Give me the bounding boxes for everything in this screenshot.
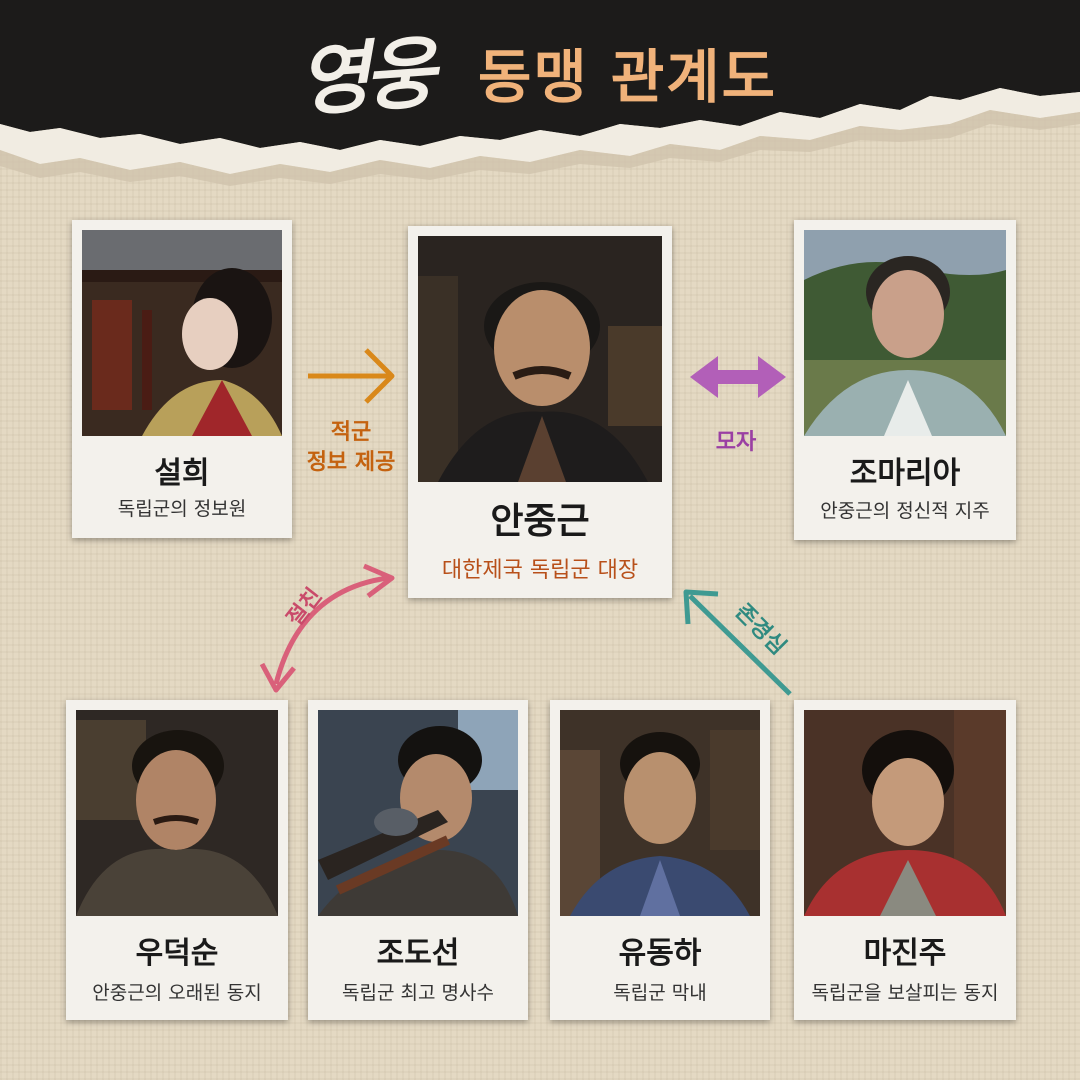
page-title: 동맹 관계도 (478, 43, 777, 111)
character-role: 독립군 막내 (613, 982, 707, 1004)
character-role: 안중근의 오래된 동지 (92, 982, 262, 1004)
portrait-ahn (418, 236, 662, 482)
character-role: 독립군 최고 명사수 (342, 982, 494, 1004)
header-banner: 영웅 동맹 관계도 (0, 0, 1080, 200)
portrait-jo-maria (804, 230, 1006, 436)
arrow-ahn-maria (690, 356, 786, 398)
character-card-ahn: 안중근 대한제국 독립군 대장 (408, 226, 672, 598)
character-card-jo-doseon: 조도선 독립군 최고 명사수 (308, 700, 528, 1020)
arrow-ahn-woo (259, 563, 395, 693)
character-card-seolhui: 설희 독립군의 정보원 (72, 220, 292, 538)
character-name: 마진주 (863, 936, 947, 971)
character-role: 대한제국 독립군 대장 (441, 558, 639, 583)
portrait-yu (560, 710, 760, 916)
character-name: 안중근 (490, 501, 590, 542)
character-name: 우덕순 (135, 936, 219, 971)
portrait-jo-doseon (318, 710, 518, 916)
arrow-ma-to-ahn (683, 589, 792, 696)
character-role: 독립군을 보살피는 동지 (811, 982, 999, 1004)
character-role: 안중근의 정신적 지주 (820, 500, 990, 522)
character-card-jo-maria: 조마리아 안중근의 정신적 지주 (794, 220, 1016, 540)
relation-label-intel: 적군 정보 제공 (306, 420, 396, 475)
character-name: 유동하 (618, 936, 702, 971)
relation-label-mother-son: 모자 (715, 430, 757, 455)
portrait-ma (804, 710, 1006, 916)
character-name: 설희 (154, 456, 210, 491)
character-card-ma: 마진주 독립군을 보살피는 동지 (794, 700, 1016, 1020)
portrait-woo (76, 710, 278, 916)
character-card-yu: 유동하 독립군 막내 (550, 700, 770, 1020)
character-role: 독립군의 정보원 (117, 498, 247, 520)
arrow-seolhui-to-ahn (308, 348, 395, 404)
character-name: 조도선 (376, 936, 460, 971)
portrait-seolhui (82, 230, 282, 436)
character-card-woo: 우덕순 안중근의 오래된 동지 (66, 700, 288, 1020)
character-name: 조마리아 (849, 456, 961, 491)
